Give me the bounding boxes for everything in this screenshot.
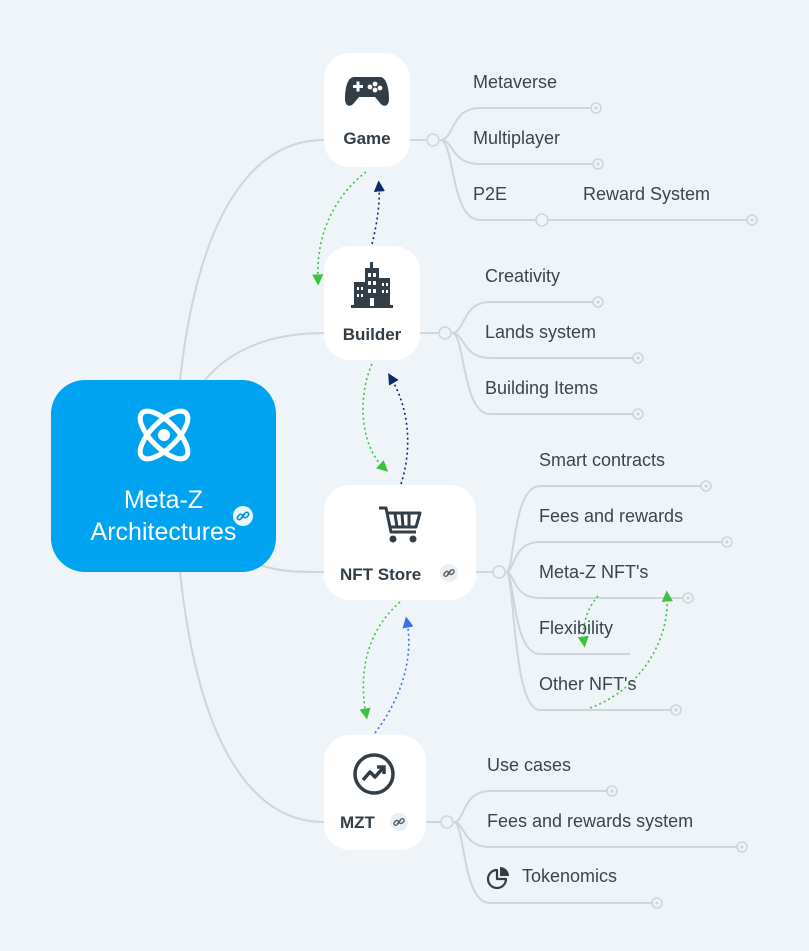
root-to-builder-line bbox=[204, 332, 325, 381]
rel-mzt-nft bbox=[374, 616, 414, 734]
leaf-building-items[interactable]: Building Items bbox=[485, 378, 599, 398]
leaf-lands-system[interactable]: Lands system bbox=[485, 322, 597, 342]
root-to-game-line bbox=[179, 139, 325, 381]
leaf-reward-system[interactable]: Reward System bbox=[583, 184, 711, 204]
branch-label: NFT Store bbox=[340, 565, 422, 584]
root-to-nft-line bbox=[259, 564, 325, 573]
leaf-fees-and-rewards[interactable]: Fees and rewards bbox=[539, 506, 684, 526]
pie-chart-icon bbox=[486, 867, 509, 890]
rel-othernft-metaznft bbox=[589, 590, 673, 709]
branch-label: Game bbox=[343, 129, 391, 148]
branch-nft-store[interactable]: NFT Store bbox=[324, 485, 476, 600]
root-link-icon[interactable] bbox=[233, 506, 253, 526]
gamepad-icon bbox=[345, 77, 389, 106]
leaf-tokenomics[interactable]: Tokenomics bbox=[522, 866, 618, 886]
rel-builder-nft bbox=[362, 363, 389, 472]
branch-label: MZT bbox=[340, 813, 375, 832]
root-topic[interactable]: Meta-Z Architectures bbox=[51, 380, 276, 572]
branch-mzt[interactable]: MZT bbox=[324, 735, 426, 850]
leaf-fees-and-rewards-system[interactable]: Fees and rewards system bbox=[487, 811, 694, 831]
rel-nft-mzt bbox=[359, 601, 401, 720]
leaf-metaverse[interactable]: Metaverse bbox=[473, 72, 558, 92]
leaf-meta-z-nfts[interactable]: Meta-Z NFT's bbox=[539, 562, 649, 582]
leaf-other-nfts[interactable]: Other NFT's bbox=[539, 674, 637, 694]
leaf-flexibility[interactable]: Flexibility bbox=[539, 618, 614, 638]
root-title: Meta-Z Architectures bbox=[90, 486, 237, 546]
leaf-use-cases[interactable]: Use cases bbox=[487, 755, 572, 775]
rel-metaznft-flexibility bbox=[577, 595, 599, 648]
leaf-smart-contracts[interactable]: Smart contracts bbox=[539, 450, 666, 470]
leaf-creativity[interactable]: Creativity bbox=[485, 266, 561, 286]
rel-nft-builder bbox=[388, 373, 409, 485]
leaf-multiplayer[interactable]: Multiplayer bbox=[473, 128, 561, 148]
chart-up-icon bbox=[353, 753, 395, 795]
root-to-mzt-line bbox=[179, 571, 325, 823]
branch-label: Builder bbox=[342, 325, 402, 344]
atom-icon bbox=[137, 408, 191, 462]
leaf-p2e[interactable]: P2E bbox=[473, 184, 508, 204]
mzt-link-icon[interactable] bbox=[390, 813, 408, 831]
cart-icon bbox=[379, 506, 422, 543]
branch-builder[interactable]: Builder bbox=[324, 246, 420, 360]
rel-builder-game bbox=[371, 180, 385, 245]
nft-link-icon[interactable] bbox=[440, 564, 458, 582]
building-icon bbox=[351, 262, 393, 308]
branch-game[interactable]: Game bbox=[324, 53, 410, 167]
